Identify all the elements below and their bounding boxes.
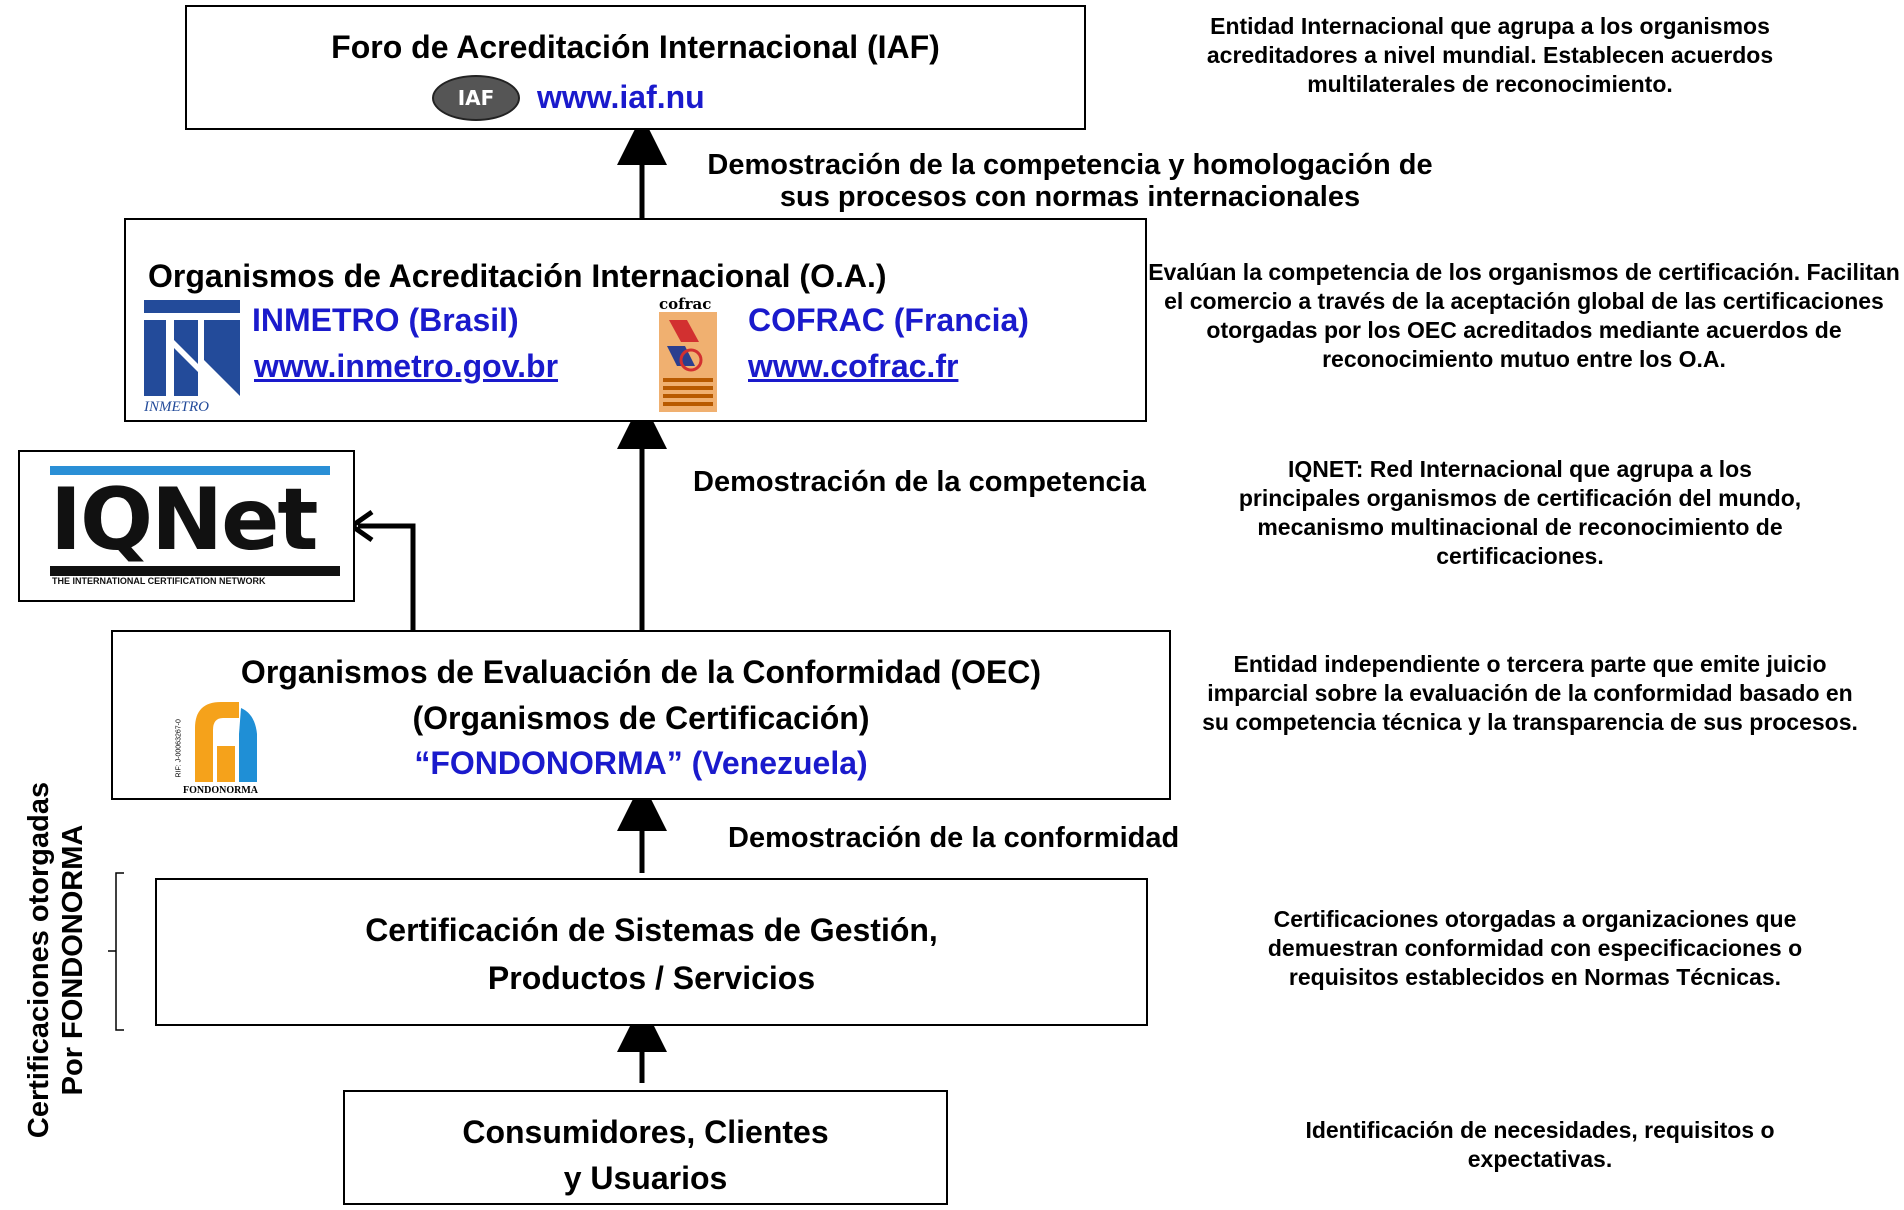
cofrac-url[interactable]: www.cofrac.fr <box>748 348 959 384</box>
inmetro-name: INMETRO (Brasil) <box>252 302 519 338</box>
iqnet-logo: IQNet THE INTERNATIONAL CERTIFICATION NE… <box>50 466 350 591</box>
certification-line1: Certificación de Sistemas de Gestión, <box>365 912 938 948</box>
consumers-line1: Consumidores, Clientes <box>462 1114 829 1150</box>
inmetro-url[interactable]: www.inmetro.gov.br <box>254 348 559 384</box>
arrow-oec-to-iqnet <box>358 523 416 630</box>
oec-title: Organismos de Evaluación de la Conformid… <box>240 654 1042 690</box>
oa-note: Evalúan la competencia de los organismos… <box>1148 259 1900 372</box>
consumers-line2: y Usuarios <box>563 1160 728 1196</box>
certification-box: Certificación de Sistemas de Gestión, Pr… <box>155 878 1148 1026</box>
iaf-title: Foro de Acreditación Internacional (IAF) <box>331 29 940 65</box>
iaf-note: Entidad Internacional que agrupa a los o… <box>1206 13 1774 97</box>
certification-line2: Productos / Servicios <box>487 960 816 996</box>
iqnet-box: IQNet THE INTERNATIONAL CERTIFICATION NE… <box>18 450 355 602</box>
inmetro-logo: INMETRO <box>144 300 240 415</box>
certification-note: Certificaciones otorgadas a organizacion… <box>1267 906 1803 990</box>
iaf-logo: IAF <box>432 75 520 121</box>
oec-note: Entidad independiente o tercera parte qu… <box>1202 651 1858 735</box>
iqnet-note: IQNET: Red Internacional que agrupa a lo… <box>1238 456 1802 569</box>
arrow-label-conformity: Demostración de la conformidad <box>728 822 1180 854</box>
cofrac-logo: cofrac <box>659 296 717 414</box>
oec-subtitle: (Organismos de Certificación) <box>412 700 870 736</box>
side-bracket <box>115 872 124 1031</box>
consumers-note: Identificación de necesidades, requisito… <box>1305 1117 1775 1172</box>
arrow-label-competence-homologation: Demostración de la competencia y homolog… <box>707 149 1433 213</box>
fondonorma-logo: RIF: J-00063267-0 FONDONORMA <box>169 694 269 800</box>
side-label: Certificaciones otorgadas Por FONDONORMA <box>22 710 102 1210</box>
side-label-line1: Certificaciones otorgadas <box>23 781 55 1139</box>
cofrac-name: COFRAC (Francia) <box>748 302 1029 338</box>
oec-box: Organismos de Evaluación de la Conformid… <box>111 630 1171 800</box>
consumers-box: Consumidores, Clientes y Usuarios <box>343 1090 948 1205</box>
oa-title: Organismos de Acreditación Internacional… <box>148 258 887 294</box>
oa-box: Organismos de Acreditación Internacional… <box>124 218 1147 422</box>
arrow-label-competence: Demostración de la competencia <box>693 466 1146 498</box>
side-label-line2: Por FONDONORMA <box>57 824 89 1096</box>
oec-fondonorma-name: “FONDONORMA” (Venezuela) <box>414 745 868 781</box>
iaf-box: Foro de Acreditación Internacional (IAF)… <box>185 5 1086 130</box>
iaf-url[interactable]: www.iaf.nu <box>537 79 705 115</box>
